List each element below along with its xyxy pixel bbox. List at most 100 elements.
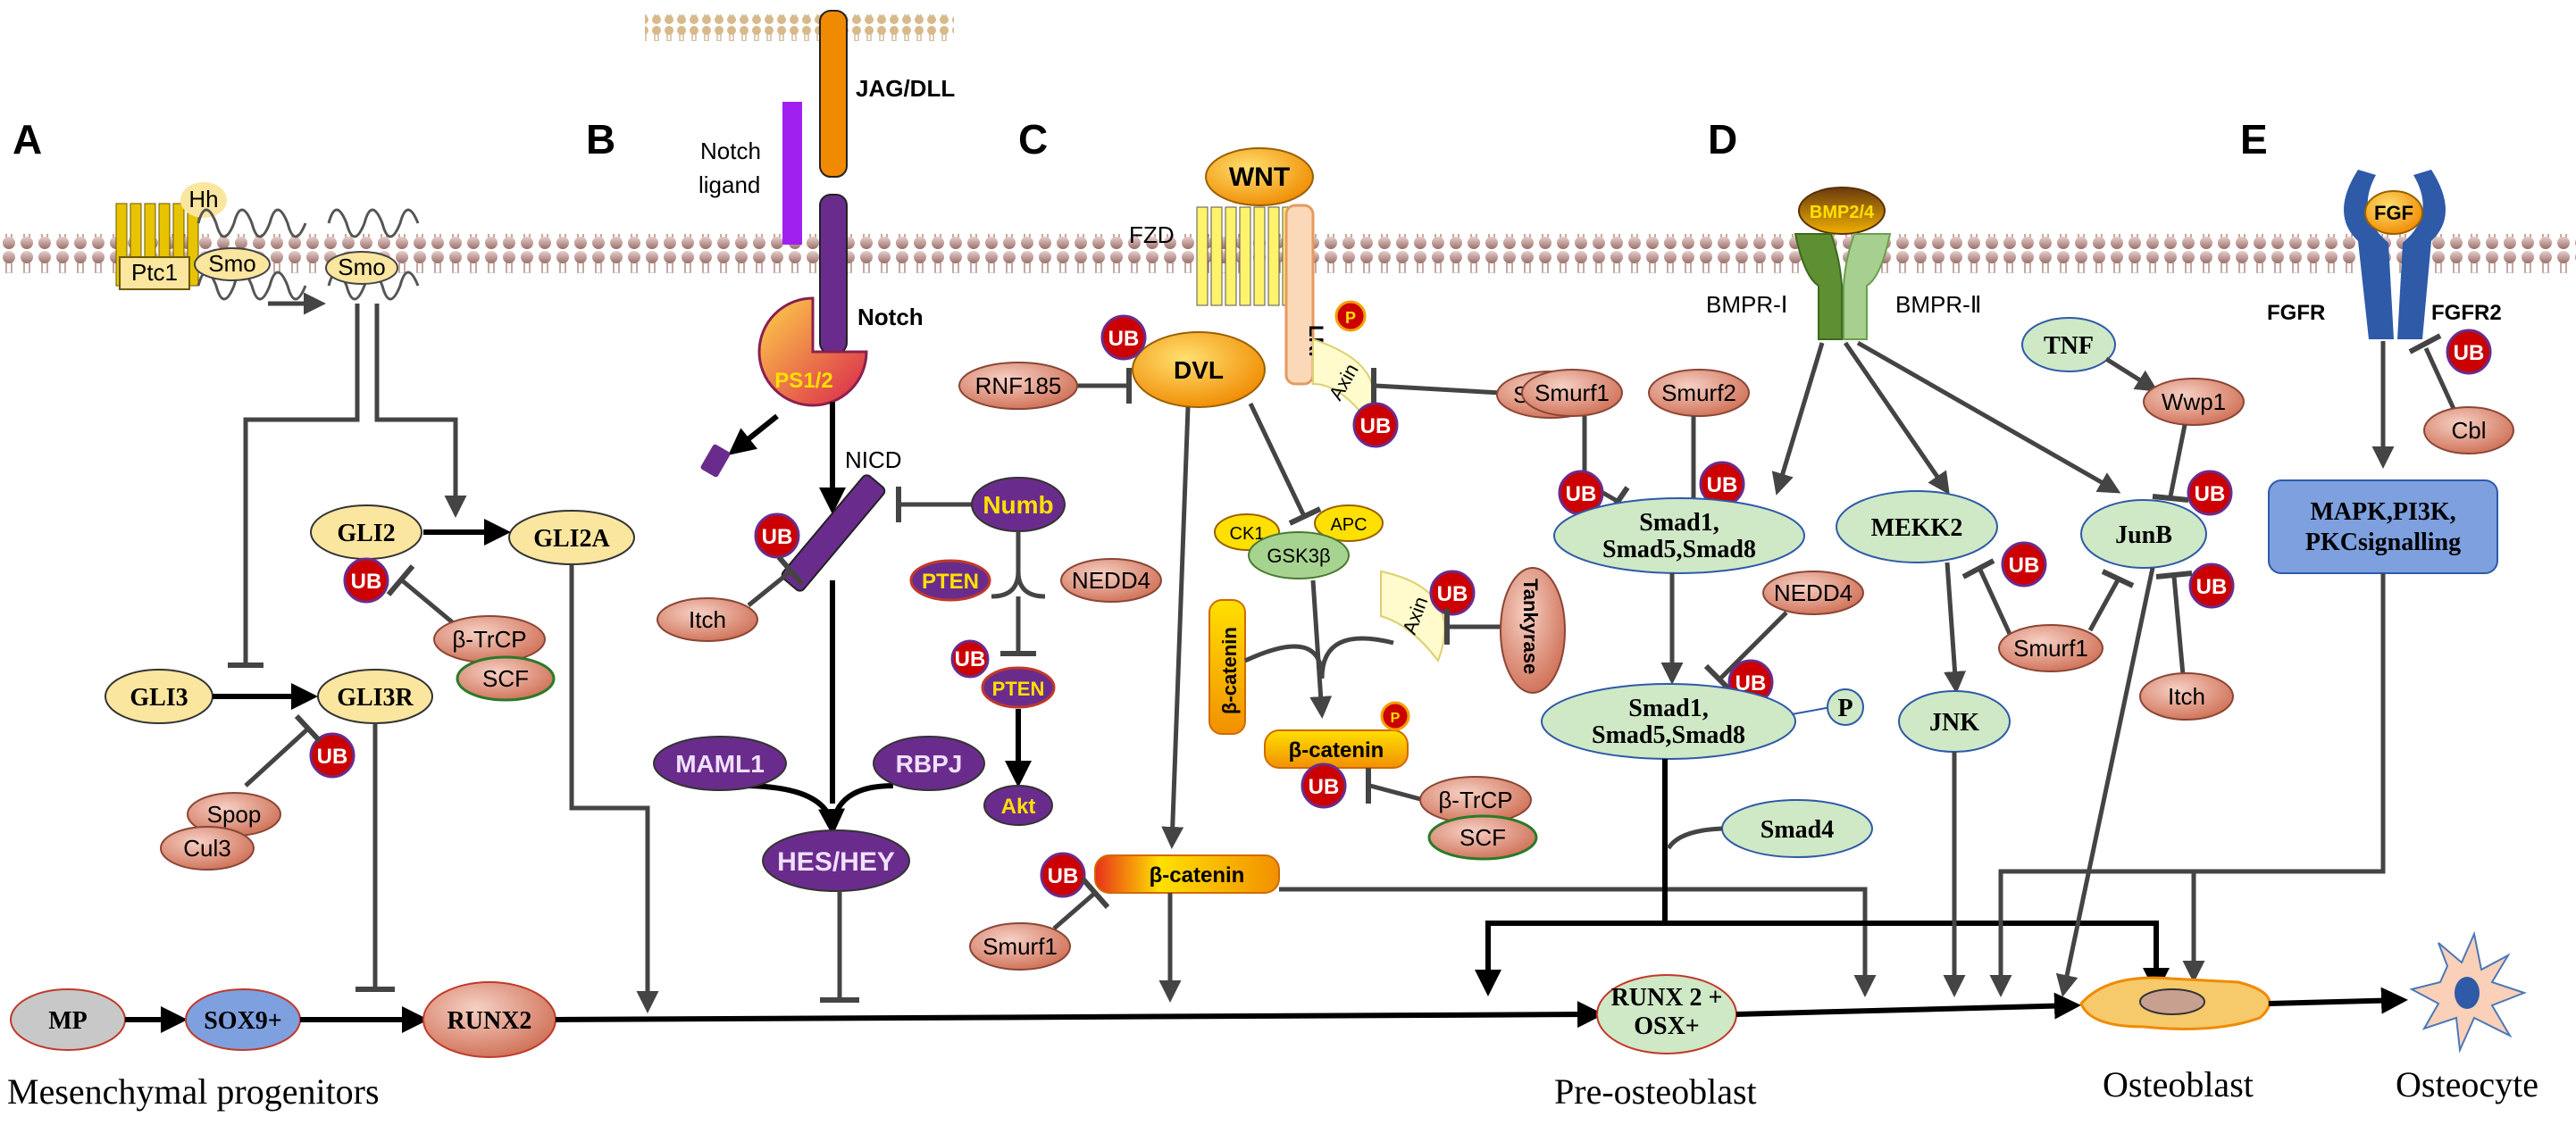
tnf-to-wwp1 bbox=[2104, 356, 2159, 392]
mp-label: MP bbox=[48, 1007, 88, 1035]
smurf1-d-label: Smurf1 bbox=[1535, 379, 1610, 406]
bmpr-to-junb bbox=[1856, 340, 2121, 494]
dvl-label: DVL bbox=[1174, 356, 1224, 384]
axin-lower bbox=[1380, 570, 1446, 663]
btrcp-inhibits-bcatenin bbox=[1369, 783, 1425, 803]
tankyrase-node bbox=[1500, 567, 1566, 694]
wwp1-node bbox=[2143, 378, 2245, 426]
ps12-to-fragment bbox=[728, 413, 779, 455]
rnf185-label: RNF185 bbox=[975, 372, 1062, 399]
nedd4-d-label: NEDD4 bbox=[1774, 579, 1853, 606]
wnt-pathway: FZD WNT LRP P Axin DVL UB RNF185 UB Sm bbox=[958, 147, 1877, 1003]
hes-hey-node bbox=[762, 829, 910, 892]
p-bcatenin-label: P bbox=[1391, 711, 1401, 726]
osteoblast-cell bbox=[2079, 976, 2271, 1030]
smad-to-runx2osx bbox=[1475, 921, 1665, 996]
btrcp-c-label: β-TrCP bbox=[1438, 787, 1512, 813]
panel-label-b: B bbox=[586, 116, 615, 162]
smad4-joins bbox=[1666, 826, 1723, 850]
spop-label: Spop bbox=[207, 801, 262, 828]
cbl-node bbox=[2423, 406, 2514, 454]
smo-active: Smo bbox=[325, 208, 420, 301]
smurf1-inhibits-junb-bar bbox=[2101, 569, 2135, 588]
notch-fragment bbox=[700, 444, 731, 478]
junb-node bbox=[2080, 499, 2207, 569]
numb-pten-bracket bbox=[991, 531, 1046, 652]
smad-top-label-2: Smad5,Smad8 bbox=[1602, 536, 1756, 563]
bmp24-ligand bbox=[1798, 187, 1886, 235]
hh-ligand bbox=[180, 182, 227, 218]
ub-dvl-label: UB bbox=[1108, 327, 1140, 351]
btrcp-inhibits-gli2 bbox=[400, 579, 457, 627]
ub-fgfr2-label: UB bbox=[2454, 341, 2485, 365]
btrcp-a-label: β-TrCP bbox=[452, 626, 526, 653]
ck1-label: CK1 bbox=[1230, 524, 1265, 544]
gli2a-to-runx2 bbox=[569, 564, 659, 1013]
osteoblast-lineage: MP SOX9+ RUNX2 RUNX 2 + OSX+ Mesenchymal… bbox=[7, 930, 2538, 1112]
rbpj-to-hes bbox=[830, 783, 894, 831]
ub-bcatenin-p-label: UB bbox=[1309, 775, 1340, 799]
fgfr-label: FGFR bbox=[2267, 301, 2325, 325]
nedd4-d-node bbox=[1762, 571, 1864, 615]
itch-d-node bbox=[2139, 672, 2234, 721]
bcatenin-p-label: β-catenin bbox=[1289, 738, 1384, 762]
dvl-node bbox=[1132, 331, 1266, 408]
ub-nicd bbox=[754, 512, 800, 559]
fzd-receptor bbox=[1196, 206, 1294, 306]
pten-ub-node bbox=[981, 666, 1056, 709]
itch-inhibits-nicd bbox=[747, 570, 792, 607]
nicd-label: NICD bbox=[845, 446, 902, 473]
numb-label: Numb bbox=[983, 491, 1053, 519]
gsk3b-node bbox=[1248, 531, 1350, 579]
ub-gli3r-label: UB bbox=[317, 745, 348, 769]
bmpr2-label: BMPR-Ⅱ bbox=[1895, 291, 1982, 318]
smurf1-inhibits-junb bbox=[2087, 577, 2121, 632]
spop-inhibits-gli3r-bar bbox=[294, 713, 322, 744]
nicd-fragment bbox=[781, 474, 886, 592]
ub-axin bbox=[1352, 402, 1399, 448]
panel-label-d: D bbox=[1708, 116, 1737, 162]
smurf1-d-node bbox=[1521, 369, 1623, 417]
runx2-osx-label-2: OSX+ bbox=[1634, 1012, 1700, 1040]
ub-bcatenin-bottom bbox=[1040, 852, 1086, 898]
wwp1-inhibits-junb-bar bbox=[2152, 494, 2189, 503]
wnt-ligand bbox=[1205, 147, 1314, 206]
pten-label: PTEN bbox=[922, 570, 979, 594]
gli2-label: GLI2 bbox=[337, 520, 395, 547]
ps12-label: PS1/2 bbox=[774, 369, 832, 393]
mekk2-node bbox=[1836, 490, 1998, 563]
ub-gli2 bbox=[343, 557, 389, 604]
panel-label-a: A bbox=[13, 116, 42, 162]
smo-inactive-label: Smo bbox=[208, 250, 255, 277]
ub-fgfr2 bbox=[2446, 329, 2492, 375]
akt-node bbox=[983, 785, 1053, 826]
hh-label: Hh bbox=[188, 186, 218, 212]
jnk-label: JNK bbox=[1929, 709, 1979, 737]
apc-label: APC bbox=[1330, 515, 1367, 535]
junb-label: JunB bbox=[2115, 521, 2172, 549]
ub-gli2-label: UB bbox=[351, 570, 382, 594]
pre-osteoblast-label: Pre-osteoblast bbox=[1554, 1071, 1757, 1112]
ub-bcatenin-p bbox=[1301, 762, 1347, 809]
ub-axin-lower-label: UB bbox=[1437, 582, 1468, 606]
fgfr-left bbox=[2344, 170, 2394, 339]
smurf2-label: Smurf2 bbox=[1661, 379, 1736, 406]
cul3-label: Cul3 bbox=[183, 835, 230, 862]
smurf1-mekk-node bbox=[1998, 624, 2103, 672]
mapk-label-2: PKCsignalling bbox=[2305, 529, 2461, 556]
itch-inhibits-junb-bar bbox=[2155, 571, 2193, 579]
notch-receptor bbox=[819, 194, 848, 354]
gsk3b-label: GSK3β bbox=[1267, 545, 1330, 567]
maml1-label: MAML1 bbox=[675, 750, 765, 778]
ub-pten bbox=[950, 639, 990, 679]
hes-hey-label: HES/HEY bbox=[777, 847, 895, 877]
dvl-inhibits-gsk3b-bar bbox=[1288, 506, 1322, 526]
ub-mekk2-label: UB bbox=[2009, 554, 2040, 578]
nedd4-inhibits-smad bbox=[1719, 611, 1788, 680]
bmp24-label: BMP2/4 bbox=[1810, 203, 1875, 222]
panel-label-e: E bbox=[2240, 116, 2268, 162]
osteoblast-to-osteocyte bbox=[2268, 987, 2408, 1014]
notch-ligand-bar bbox=[782, 102, 802, 245]
itch-inhibits-junb bbox=[2171, 576, 2186, 676]
maml1-node bbox=[653, 736, 787, 791]
